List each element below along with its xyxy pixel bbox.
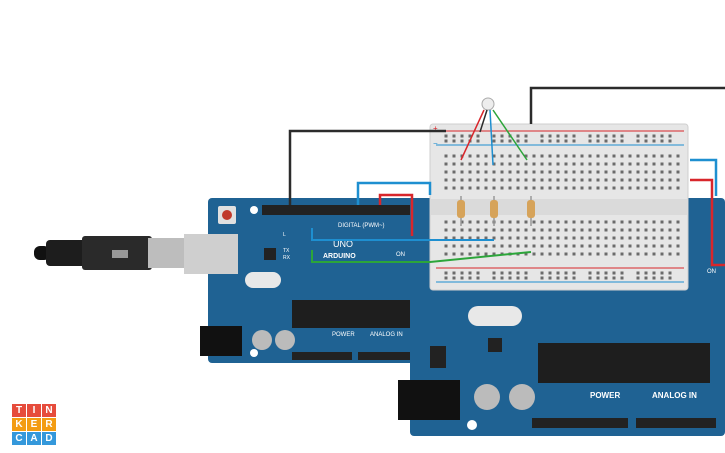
power-label-left: POWER: [332, 332, 355, 338]
digital-header: [262, 205, 412, 215]
wire-black-right[interactable]: [529, 86, 725, 124]
resistor-1[interactable]: [457, 196, 465, 226]
power-label-right: POWER: [590, 391, 620, 400]
tinkercad-logo[interactable]: T I N K E R C A D: [12, 404, 57, 446]
plus-label: +: [433, 124, 438, 133]
reset-button[interactable]: [222, 210, 232, 220]
minus-label: −: [433, 139, 438, 148]
on-label-left: ON: [396, 252, 405, 258]
logo-letter-r: R: [42, 418, 56, 431]
arduino-logo-text-left: ARDUINO: [323, 253, 356, 260]
arduino-board-left[interactable]: ARDUINO UNO DIGITAL (PWM~) POWER ANALOG …: [184, 198, 446, 363]
logo-letter-d: D: [42, 432, 56, 445]
wire-green-board[interactable]: [311, 250, 532, 263]
power-header-right: [532, 418, 628, 428]
digital-label-left: DIGITAL (PWM~): [338, 223, 385, 229]
on-label-right: ON: [707, 269, 716, 275]
resistor-3[interactable]: [527, 196, 535, 226]
logo-letter-n: N: [42, 404, 56, 417]
logo-letter-e: E: [27, 418, 41, 431]
wire-blue-board[interactable]: [311, 228, 494, 241]
power-jack-left: [200, 326, 242, 356]
chip-atmega-right: [538, 343, 710, 383]
breadboard[interactable]: + −: [429, 123, 689, 291]
chip-atmega-left: [292, 300, 410, 328]
analog-label-right: ANALOG IN: [652, 391, 697, 400]
logo-letter-t: T: [12, 404, 26, 417]
wire-red-right[interactable]: [690, 178, 725, 267]
analog-label-left: ANALOG IN: [370, 332, 403, 338]
rgb-led[interactable]: [460, 97, 528, 166]
wire-blue-pin[interactable]: [356, 181, 432, 205]
l-label-left: L: [283, 232, 286, 238]
logo-letter-i: I: [27, 404, 41, 417]
tx-label-left: TX: [283, 248, 290, 254]
analog-header-right: [636, 418, 716, 428]
wire-blue-right[interactable]: [690, 158, 718, 196]
wire-black-gnd[interactable]: [288, 129, 446, 205]
wires[interactable]: [288, 86, 725, 267]
power-jack-right: [398, 380, 460, 420]
rx-label-left: RX: [283, 255, 291, 261]
breadboard-holes: [444, 134, 680, 280]
wire-red-pin[interactable]: [378, 193, 414, 236]
model-label-left: UNO: [333, 239, 353, 249]
logo-letter-k: K: [12, 418, 26, 431]
logo-letter-a: A: [27, 432, 41, 445]
logo-letter-c: C: [12, 432, 26, 445]
resistor-2[interactable]: [490, 196, 498, 226]
